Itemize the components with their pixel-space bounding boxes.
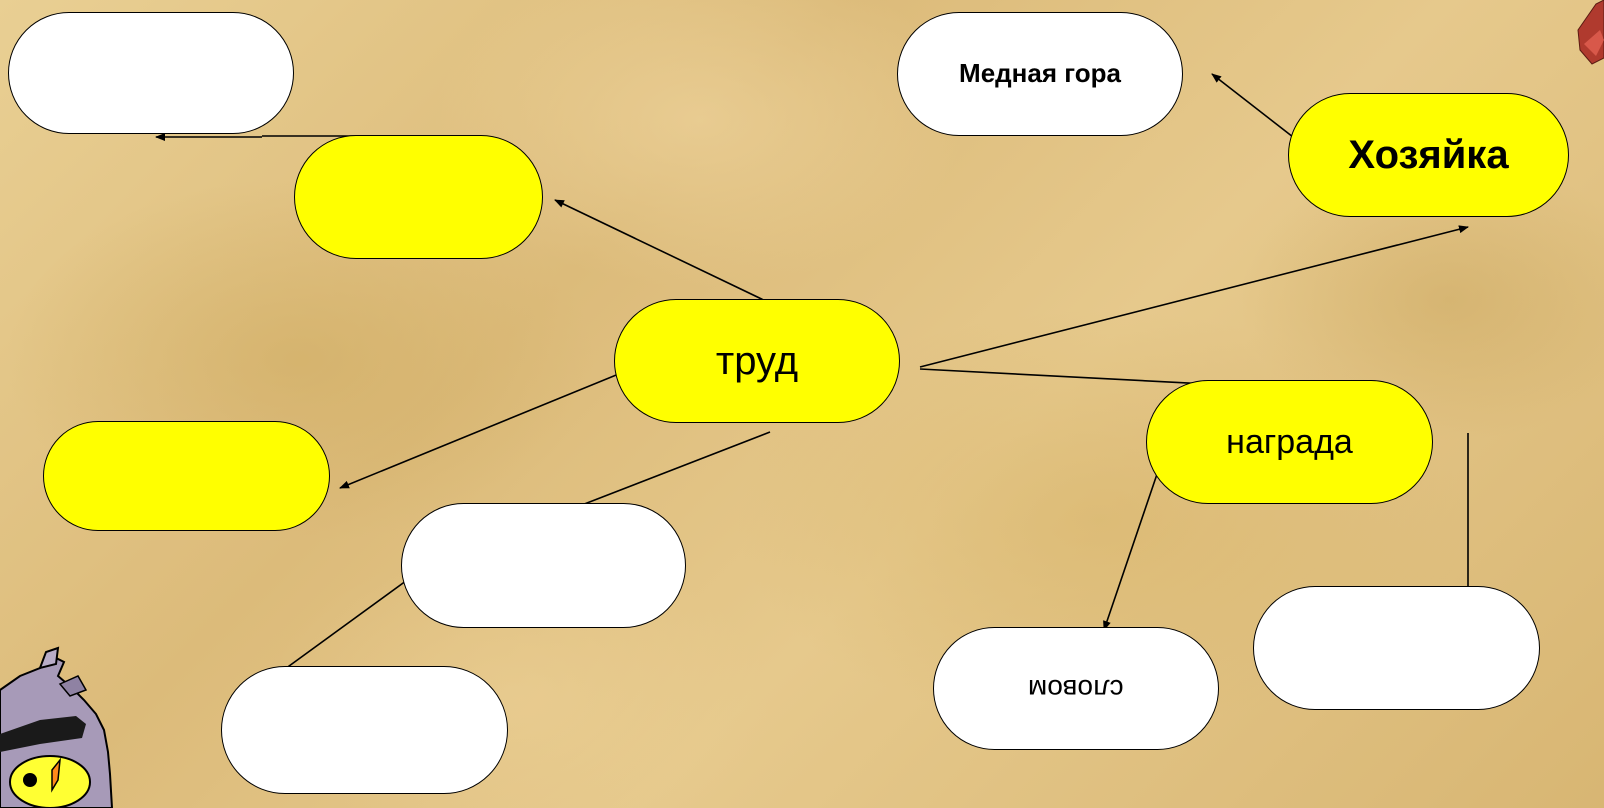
node-mednaya-gora: Медная гора [897, 12, 1183, 136]
node-top-left-empty [8, 12, 294, 134]
node-trud: труд [614, 299, 900, 423]
node-trud-label: труд [715, 338, 799, 383]
red-figure-icon [1577, 0, 1604, 65]
owl-character-icon [0, 646, 114, 808]
node-yellow-top-empty [294, 135, 543, 259]
node-yellow-left-empty [43, 421, 330, 531]
arrow-trud-to-yellow-left [339, 370, 627, 489]
node-khozyaika-label: Хозяйка [1348, 132, 1509, 177]
arrow-trud-to-khozyaika [919, 225, 1469, 368]
node-slovom-label: словом [1028, 673, 1124, 705]
node-white-bottom-empty [221, 666, 508, 794]
node-nagrada-label: награда [1226, 422, 1353, 461]
node-slovom: словом [933, 627, 1219, 750]
node-khozyaika: Хозяйка [1288, 93, 1569, 217]
node-white-mid-empty [401, 503, 686, 628]
node-nagrada: награда [1146, 380, 1433, 504]
arrow-trud-to-yellow-top [554, 199, 773, 305]
node-white-right-empty [1253, 586, 1540, 710]
node-mednaya-gora-label: Медная гора [959, 58, 1121, 89]
arrow-trud-to-white-mid [555, 431, 771, 516]
